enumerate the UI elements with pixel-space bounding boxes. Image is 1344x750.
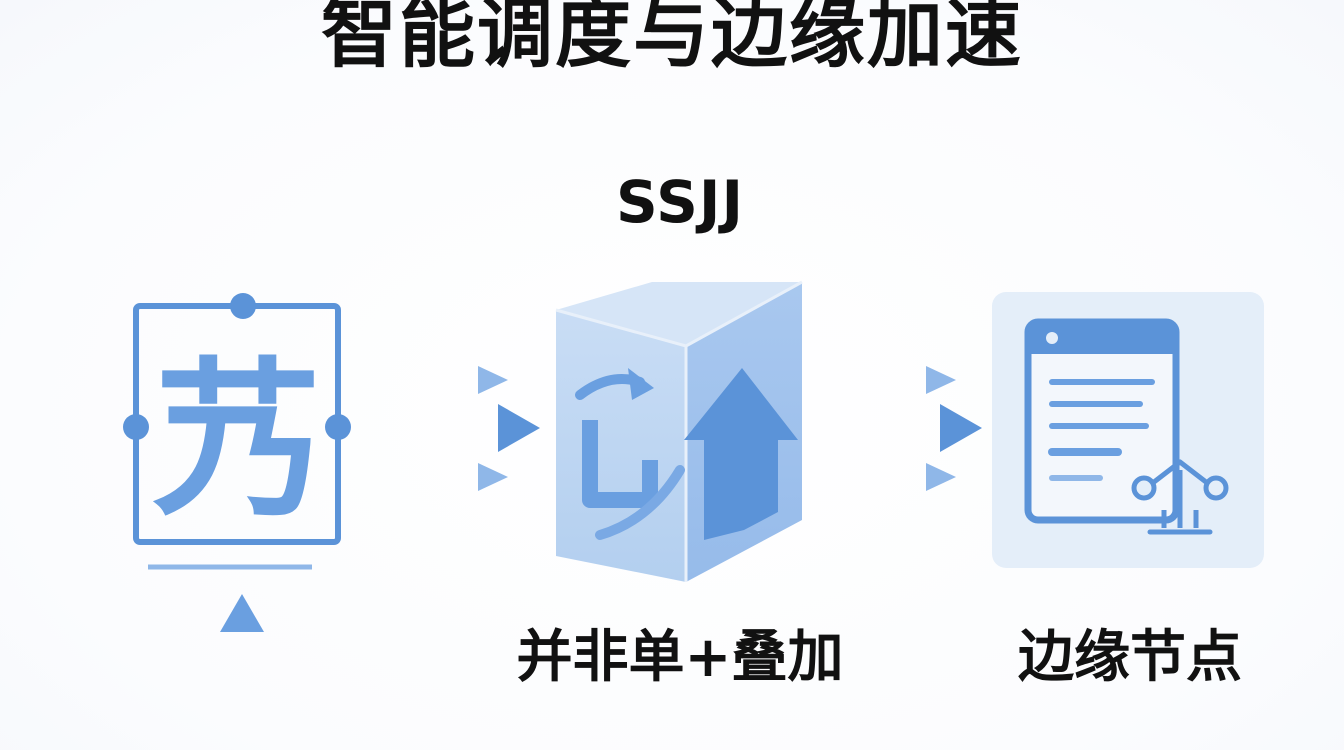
arrows-center-to-right <box>820 366 982 491</box>
cube-up-arrow <box>684 368 798 540</box>
diagram-subtitle: SSJJ <box>615 168 745 236</box>
edge-document-icon <box>992 292 1264 568</box>
cube-front <box>556 310 686 582</box>
frame-top-dot <box>230 293 256 319</box>
cube-top <box>556 282 802 346</box>
upward-arrow-icon <box>220 594 264 724</box>
center-node-label: 并非单+叠加 <box>516 625 844 690</box>
edge-network-icon <box>1131 459 1229 535</box>
accelerator-cube-icon <box>555 280 803 582</box>
frame-left-dot <box>123 414 149 440</box>
frame-right-dot <box>325 414 351 440</box>
schedule-frame-icon <box>123 293 351 570</box>
right-node-label: 边缘节点 <box>1018 625 1242 690</box>
diagram-title: 智能调度与边缘加速 <box>321 0 1023 78</box>
schedule-glyph: 艿 <box>152 343 323 541</box>
arrows-left-to-center <box>374 366 540 491</box>
